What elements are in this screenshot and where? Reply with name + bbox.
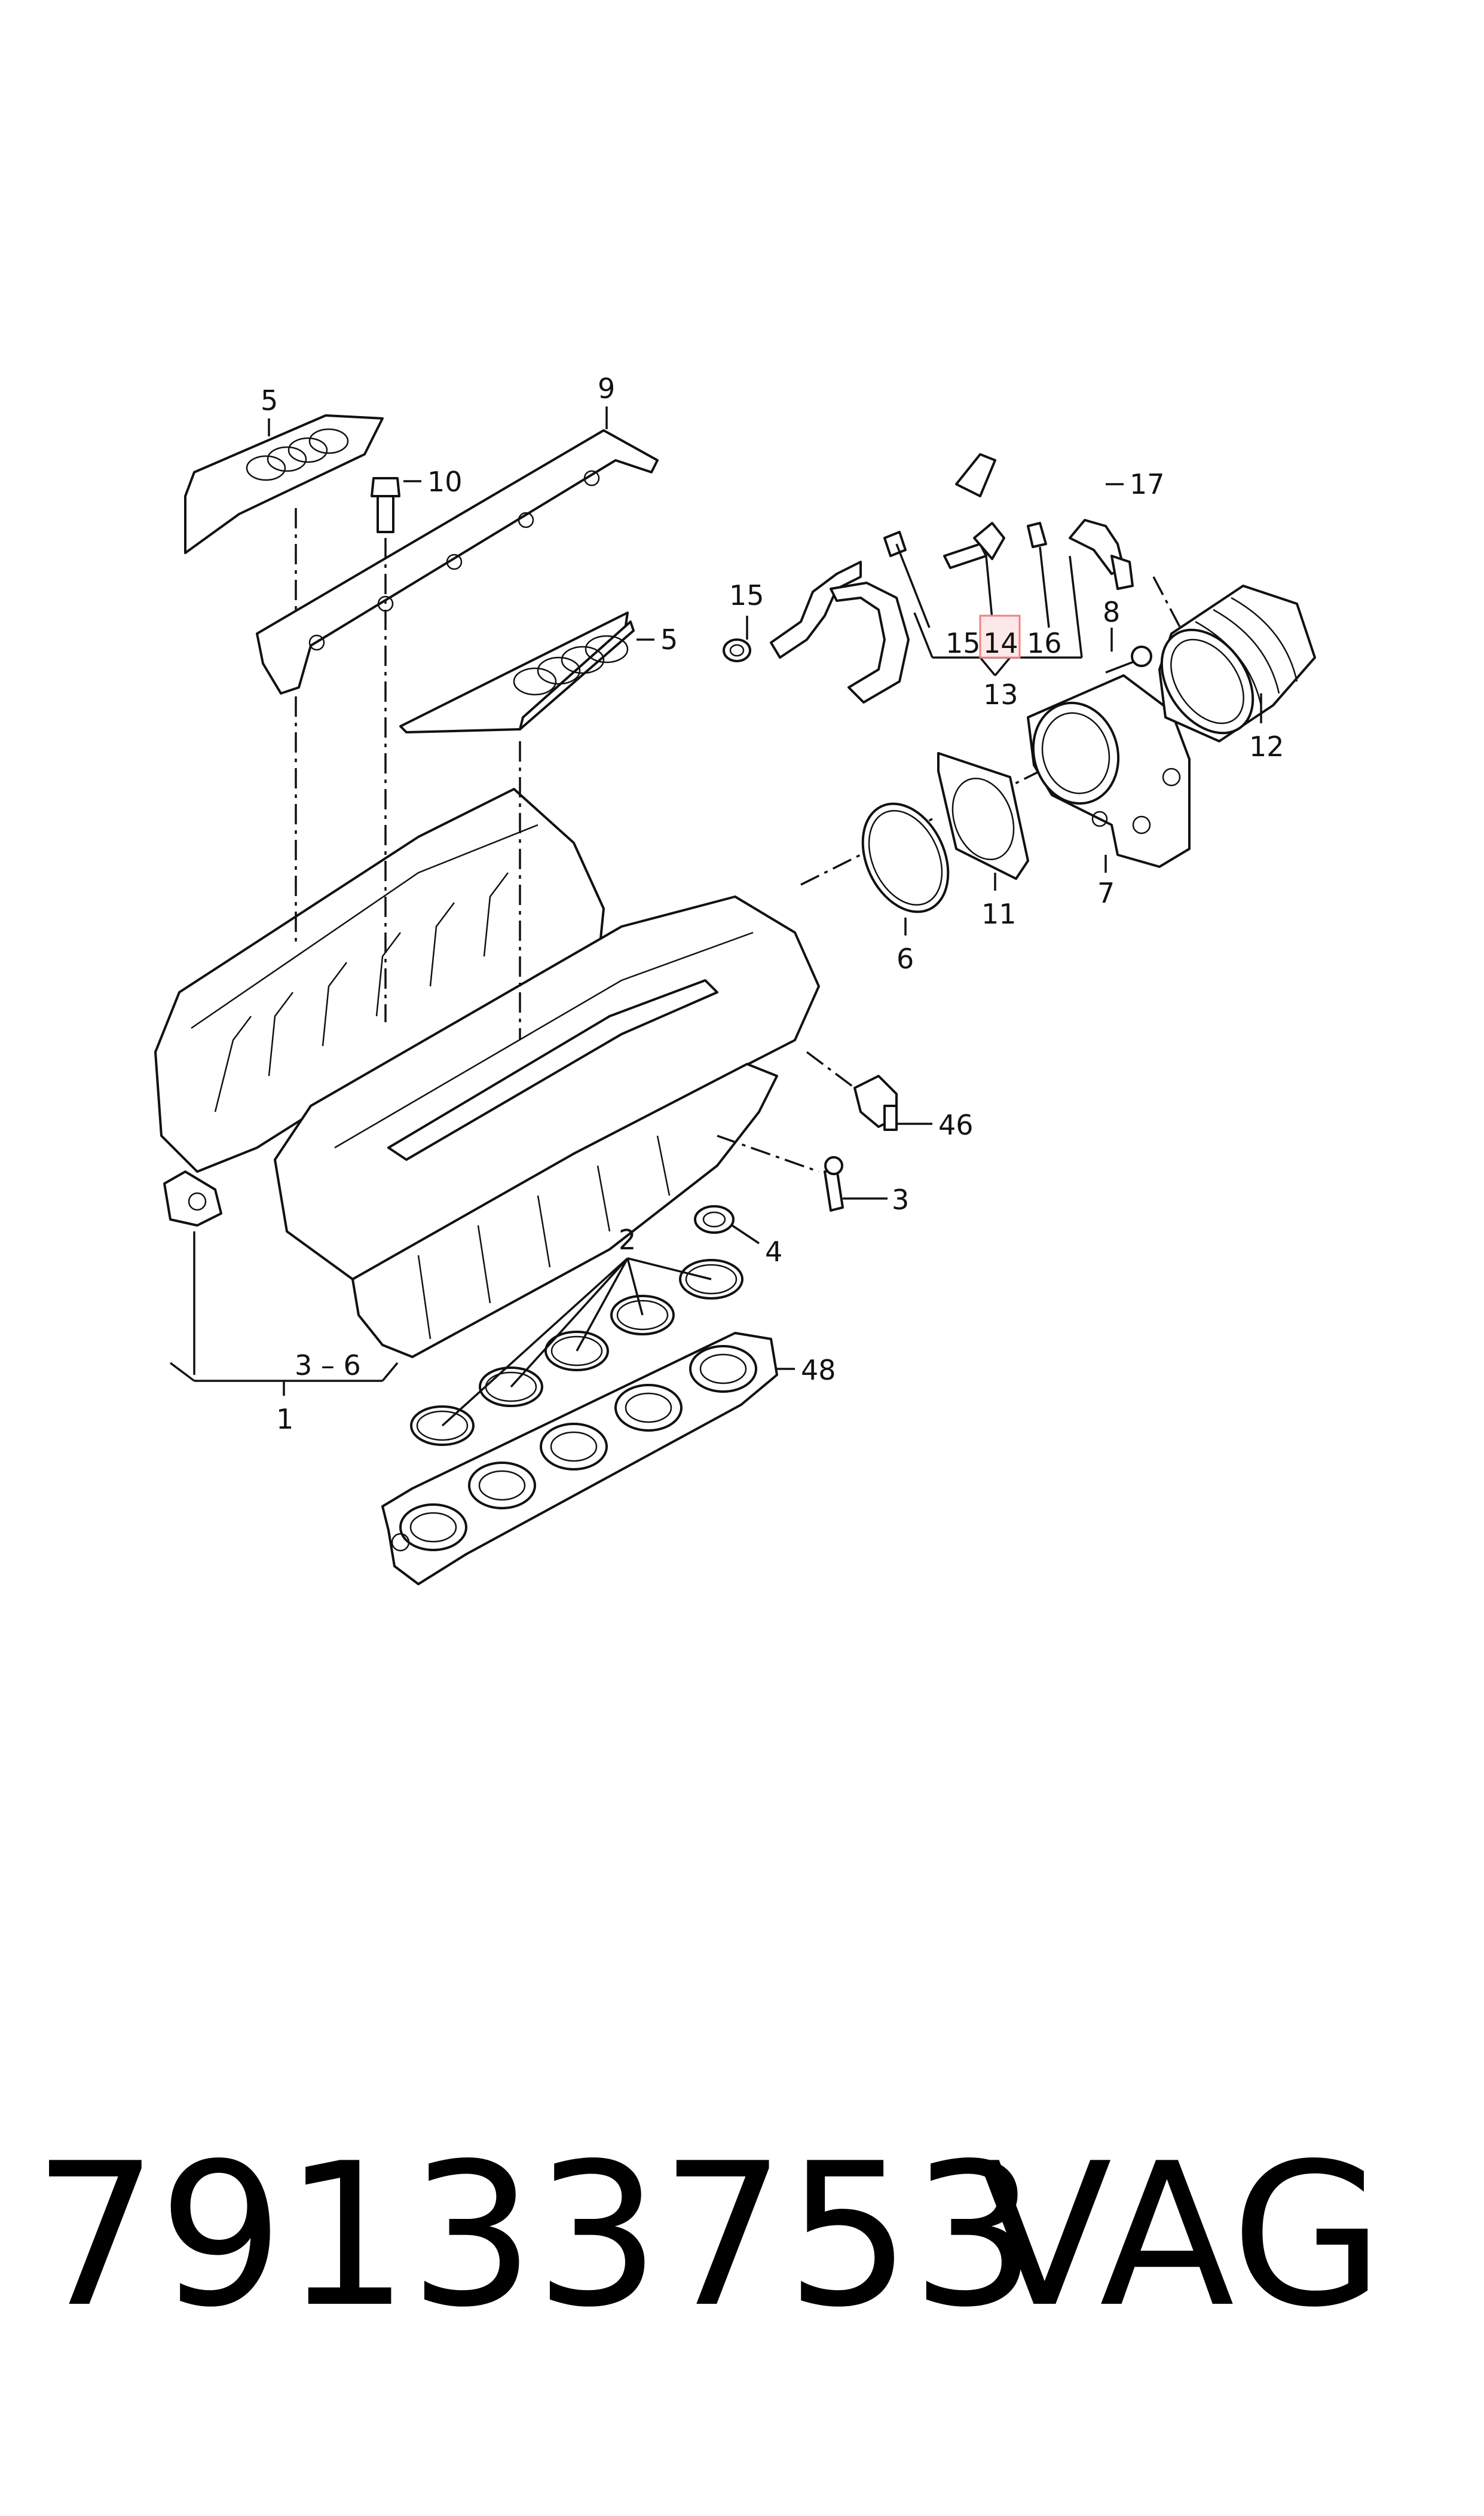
callout-labels: 5 9 10 5 15 17 15 14 16 13 8 12 7 11 6 4… — [261, 372, 1284, 1435]
callout-6: 6 — [896, 943, 914, 975]
callout-1: 1 — [276, 1403, 293, 1435]
breather-hose-assembly-13 — [770, 453, 1134, 704]
highlight-box — [979, 615, 1021, 659]
brand-name: VAG — [977, 2121, 1384, 2350]
callout-3-6: 3 – 6 — [295, 1349, 361, 1381]
callout-15-left: 15 — [729, 579, 764, 612]
callout-5-top: 5 — [261, 384, 278, 417]
callout-15-mid: 15 — [946, 627, 981, 659]
callout-16: 16 — [1027, 627, 1062, 659]
footer: 79133753 VAG — [33, 2116, 1467, 2355]
intake-flange-part-48 — [381, 1332, 778, 1585]
engine-cover-top-left — [184, 414, 384, 554]
callout-10: 10 — [427, 466, 463, 498]
callout-12: 12 — [1249, 730, 1284, 763]
part-number: 79133753 — [33, 2121, 1037, 2350]
gasket-part-11 — [937, 752, 1029, 880]
throttle-body-part-7 — [1027, 674, 1191, 868]
clip-part-15-mid — [883, 531, 907, 557]
bolt-part-10 — [371, 477, 400, 533]
callout-13: 13 — [983, 678, 1018, 711]
bolt-part-8 — [1105, 646, 1152, 674]
intake-manifold — [154, 788, 820, 1358]
callout-17: 17 — [1130, 468, 1165, 500]
clip-part-16 — [1027, 522, 1047, 548]
sensor-part-46 — [853, 1075, 898, 1131]
air-hose-part-12 — [1158, 585, 1316, 742]
callout-8: 8 — [1103, 596, 1120, 628]
callout-11: 11 — [981, 898, 1017, 930]
callout-9: 9 — [598, 372, 615, 405]
callout-14: 14 — [983, 627, 1018, 659]
callout-46: 46 — [938, 1109, 974, 1141]
o-ring-part-6 — [861, 802, 950, 913]
audi-rings-logo — [246, 428, 349, 481]
callout-48: 48 — [801, 1354, 836, 1386]
callout-2: 2 — [619, 1224, 636, 1256]
callout-3: 3 — [892, 1184, 909, 1216]
leader-lines — [169, 406, 1262, 1427]
clip-part-15 — [723, 638, 751, 662]
callout-5-right: 5 — [660, 623, 678, 656]
sensor-part-3 — [824, 1156, 844, 1212]
engine-cover-right — [399, 612, 635, 733]
audi-rings-logo-right — [513, 635, 629, 696]
seal-part-4 — [694, 1205, 735, 1234]
callout-7: 7 — [1097, 877, 1115, 909]
callout-4: 4 — [765, 1236, 782, 1268]
